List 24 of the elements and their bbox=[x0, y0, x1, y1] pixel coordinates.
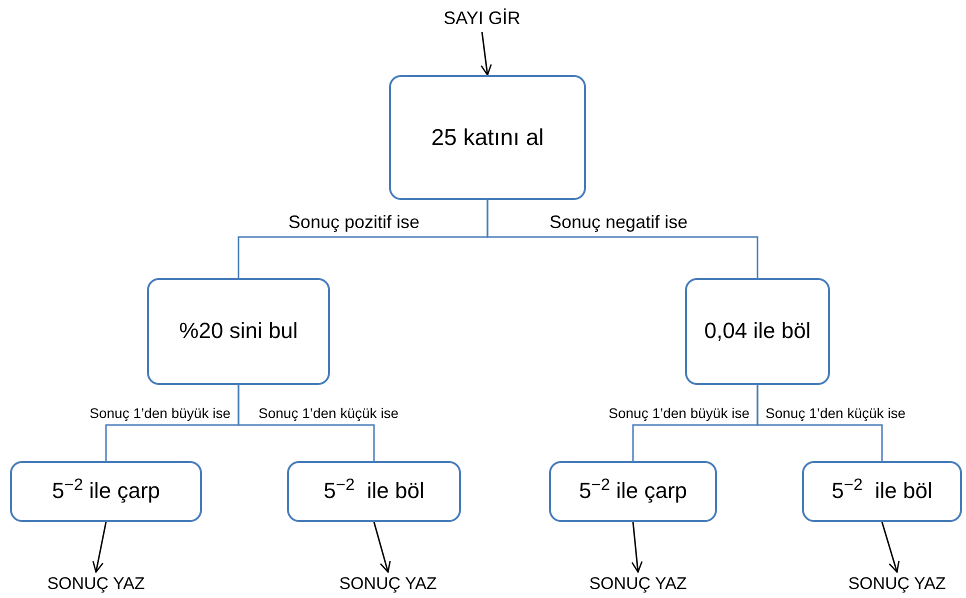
flow-text: SAYI GİR bbox=[422, 4, 542, 32]
connector-line bbox=[238, 385, 375, 461]
process-box: 5$^{−2}$ ile çarp bbox=[549, 461, 717, 522]
edge-label: Sonuç 1’den küçük ise bbox=[764, 404, 908, 422]
process-box: 5$^{−2}$ ile çarp bbox=[10, 461, 202, 522]
connector-line bbox=[756, 385, 883, 461]
flow-text: SONUÇ YAZ bbox=[568, 572, 708, 596]
flow-text: SONUÇ YAZ bbox=[26, 572, 166, 596]
process-box: 0,04 ile böl bbox=[685, 278, 830, 385]
edge-label: Sonuç 1’den küçük ise bbox=[256, 404, 401, 422]
edge-label: Sonuç 1’den büyük ise bbox=[606, 404, 752, 422]
process-box: 5$^{−2}$ ile böl bbox=[287, 461, 461, 522]
arrow bbox=[92, 522, 107, 573]
edge-label: Sonuç 1’den büyük ise bbox=[88, 404, 232, 422]
arrow bbox=[373, 522, 391, 573]
process-box: 5$^{−2}$ ile böl bbox=[802, 461, 962, 522]
flow-text: SONUÇ YAZ bbox=[827, 572, 966, 596]
arrow bbox=[631, 522, 643, 573]
flow-text: SONUÇ YAZ bbox=[318, 572, 458, 596]
arrow bbox=[480, 32, 492, 76]
process-box: %20 sini bul bbox=[147, 278, 330, 385]
arrow bbox=[881, 522, 900, 573]
process-box: 25 katını al bbox=[389, 75, 586, 200]
connector-line bbox=[486, 200, 758, 278]
